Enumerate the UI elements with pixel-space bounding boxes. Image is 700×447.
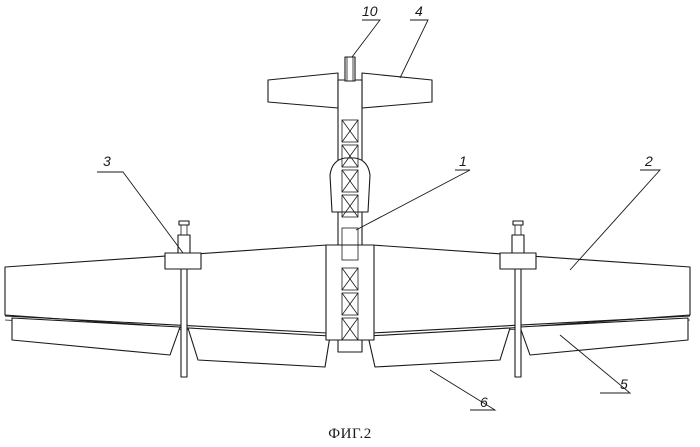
- left-wing: [4, 244, 331, 368]
- callout-10: 10: [362, 3, 378, 19]
- callout-4: 4: [415, 3, 423, 19]
- figure-caption: ФИГ.2: [328, 426, 371, 442]
- callout-5: 5: [620, 376, 628, 392]
- left-outer-aileron: [11, 317, 181, 356]
- callout-1: 1: [459, 153, 467, 169]
- right-outer-aileron: [519, 317, 689, 356]
- right-inner-flap: [367, 327, 511, 368]
- truss-segments: [341, 119, 359, 341]
- right-engine: [499, 220, 537, 378]
- leader-lines: [97, 19, 662, 411]
- left-inner-flap: [187, 327, 331, 368]
- left-engine: [164, 220, 202, 378]
- right-wing: [367, 244, 691, 368]
- callout-6: 6: [480, 394, 488, 410]
- callout-3: 3: [103, 153, 111, 169]
- fuselage: [325, 56, 375, 353]
- nose-probe: [344, 56, 356, 82]
- callout-2: 2: [644, 153, 653, 169]
